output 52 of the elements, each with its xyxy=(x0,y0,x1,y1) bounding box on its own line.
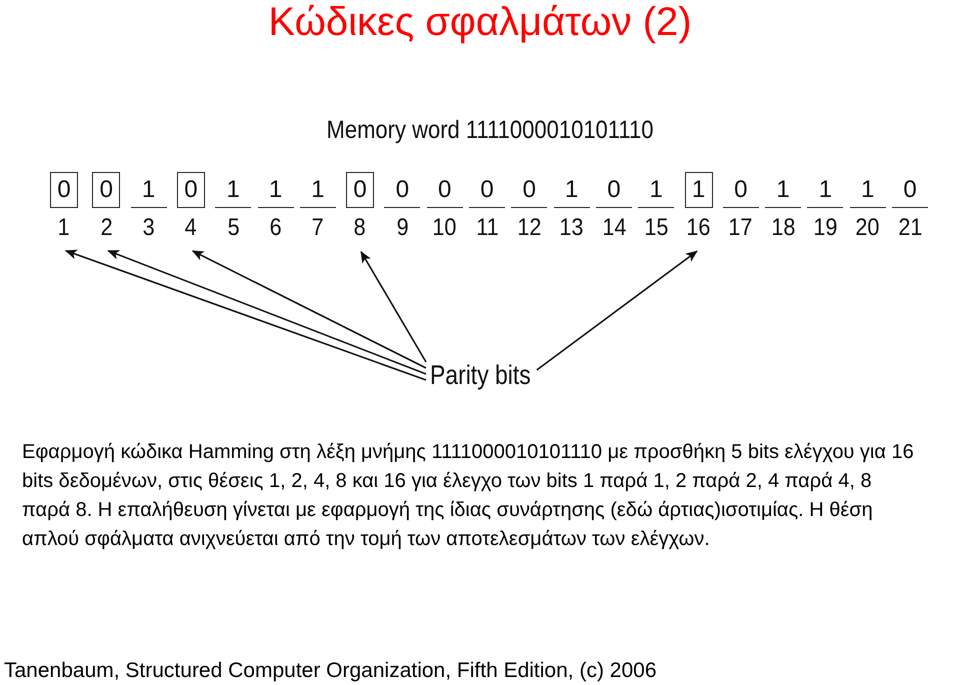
bit-position-number: 8 xyxy=(354,213,366,243)
bit-position-number: 18 xyxy=(771,213,796,243)
slide-title: Κώδικες σφαλμάτων (2) xyxy=(267,0,693,44)
underlined-bit: 0 xyxy=(469,172,505,208)
arrow xyxy=(360,250,427,362)
underlined-bit: 1 xyxy=(554,172,590,208)
arrow xyxy=(107,250,426,375)
bit-position-number: 16 xyxy=(686,213,710,243)
boxed-bit: 0 xyxy=(346,172,374,208)
bit-position-number: 7 xyxy=(312,213,324,243)
bit-position-number: 13 xyxy=(560,213,584,243)
boxed-bit: 0 xyxy=(176,172,205,208)
underlined-bit: 0 xyxy=(596,172,632,208)
bit-position-number: 5 xyxy=(227,213,240,243)
bit-position-number: 2 xyxy=(100,213,112,243)
underlined-bit: 1 xyxy=(765,172,802,208)
bit-position-number: 15 xyxy=(644,213,668,243)
underlined-bit: 0 xyxy=(426,172,463,208)
source-citation: Tanenbaum, Structured Computer Organization, Fifth Edition, (c) 2006 xyxy=(4,658,656,684)
boxed-bit: 1 xyxy=(684,172,712,208)
arrow xyxy=(536,250,698,371)
underlined-bit: 0 xyxy=(511,172,548,208)
description-paragraph: Εφαρμογή κώδικα Hamming στη λέξη μνήμης 1111000010101110 με προσθήκη 5 bits ελέγχου για 16 bits δεδομένων, στις θέσεις 1, 2, 4, 8 και 16 για έλεγχο των bits 1 παρά 1, 2 παρά 2, 4 παρά 4, 8 παρά 8. Η επαλήθευση γίνεται με εφαρμογή της ίδιας συνάρτησης (εδώ άρτιας)ισοτιμίας. Η θέση απλού σφάλματα ανιχνεύεται από την τομή των αποτελεσμάτων των ελέγχων. xyxy=(22,440,915,552)
underlined-bit: 0 xyxy=(384,172,420,208)
underlined-bit: 0 xyxy=(722,172,759,208)
underlined-bit: 1 xyxy=(130,172,167,208)
arrow xyxy=(192,250,426,369)
underlined-bit: 1 xyxy=(850,172,886,208)
underlined-bit: 1 xyxy=(258,172,294,208)
bit-position-number: 14 xyxy=(602,213,626,243)
underlined-bit: 1 xyxy=(300,172,336,208)
bit-position-number: 17 xyxy=(728,213,753,243)
bit-position-number: 6 xyxy=(269,213,282,243)
bit-position-number: 21 xyxy=(898,213,922,243)
bit-position-number: 4 xyxy=(184,213,197,243)
underlined-bit: 1 xyxy=(807,172,844,208)
underlined-bit: 0 xyxy=(892,172,928,208)
arrow xyxy=(64,250,426,381)
underlined-bit: 1 xyxy=(638,172,674,208)
boxed-bit: 0 xyxy=(92,172,120,208)
parity-bits-label: Parity bits xyxy=(430,358,531,392)
bit-position-number: 1 xyxy=(58,213,70,243)
bit-position-number: 20 xyxy=(856,213,880,243)
bit-position-number: 11 xyxy=(476,213,498,243)
bit-position-number: 3 xyxy=(142,213,155,243)
bit-position-number: 10 xyxy=(432,213,457,243)
bit-position-number: 19 xyxy=(813,213,838,243)
bit-position-number: 12 xyxy=(517,213,542,243)
underlined-bit: 1 xyxy=(215,172,252,208)
bit-position-number: 9 xyxy=(396,213,408,243)
memory-word-heading: Memory word 1111000010101110 xyxy=(326,116,654,144)
boxed-bit: 0 xyxy=(50,172,78,208)
